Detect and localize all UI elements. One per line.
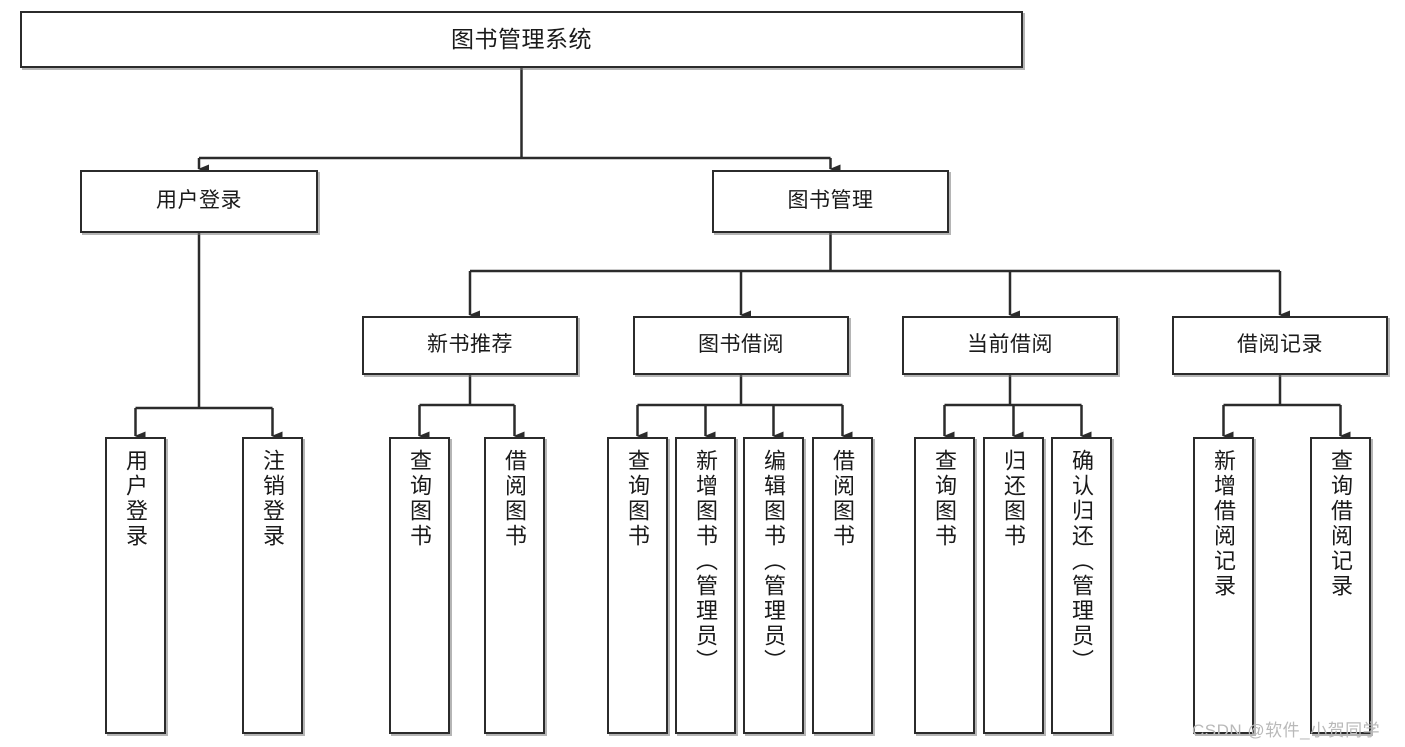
node-label: 图书管理 xyxy=(787,189,874,213)
node-label: 用户登录 xyxy=(156,189,242,213)
node-login[interactable]: 用户登录 xyxy=(80,170,318,233)
node-leaf-user-logout[interactable]: 注销登录 xyxy=(242,437,303,734)
node-current[interactable]: 当前借阅 xyxy=(902,316,1118,375)
node-leaf-new-query[interactable]: 查询图书 xyxy=(389,437,450,734)
node-label: 借阅记录 xyxy=(1237,333,1323,357)
node-leaf-rec-query[interactable]: 查询借阅记录 xyxy=(1310,437,1371,734)
node-leaf-borrow-lend[interactable]: 借阅图书 xyxy=(812,437,873,734)
node-label: 用户登录 xyxy=(123,449,149,549)
node-newbook[interactable]: 新书推荐 xyxy=(362,316,578,375)
node-label: 查询图书 xyxy=(407,449,433,549)
node-label: 新增借阅记录 xyxy=(1211,449,1237,599)
node-label: 查询借阅记录 xyxy=(1328,449,1354,599)
node-label: 查询图书 xyxy=(932,449,958,549)
node-label: 图书借阅 xyxy=(698,333,784,357)
node-label: 确认归还（管理员） xyxy=(1069,449,1095,674)
node-leaf-borrow-query[interactable]: 查询图书 xyxy=(607,437,668,734)
node-label: 借阅图书 xyxy=(502,449,528,549)
node-label: 借阅图书 xyxy=(830,449,856,549)
node-records[interactable]: 借阅记录 xyxy=(1172,316,1388,375)
node-bookmgmt[interactable]: 图书管理 xyxy=(712,170,949,233)
edge-group xyxy=(134,68,1351,441)
node-label: 当前借阅 xyxy=(967,333,1053,357)
node-label: 查询图书 xyxy=(625,449,651,549)
node-borrow[interactable]: 图书借阅 xyxy=(633,316,849,375)
node-label: 图书管理系统 xyxy=(451,26,592,53)
node-leaf-cur-return[interactable]: 归还图书 xyxy=(983,437,1044,734)
node-leaf-borrow-add[interactable]: 新增图书（管理员） xyxy=(675,437,736,734)
node-label: 新增图书（管理员） xyxy=(693,449,719,674)
node-leaf-user-login[interactable]: 用户登录 xyxy=(105,437,166,734)
node-leaf-cur-query[interactable]: 查询图书 xyxy=(914,437,975,734)
node-label: 归还图书 xyxy=(1001,449,1027,549)
node-leaf-rec-add[interactable]: 新增借阅记录 xyxy=(1193,437,1254,734)
node-root[interactable]: 图书管理系统 xyxy=(20,11,1023,68)
node-label: 注销登录 xyxy=(260,449,286,549)
node-leaf-new-borrow[interactable]: 借阅图书 xyxy=(484,437,545,734)
node-label: 编辑图书（管理员） xyxy=(761,449,787,674)
node-label: 新书推荐 xyxy=(427,333,513,357)
node-leaf-cur-confirm[interactable]: 确认归还（管理员） xyxy=(1051,437,1112,734)
node-leaf-borrow-edit[interactable]: 编辑图书（管理员） xyxy=(743,437,804,734)
